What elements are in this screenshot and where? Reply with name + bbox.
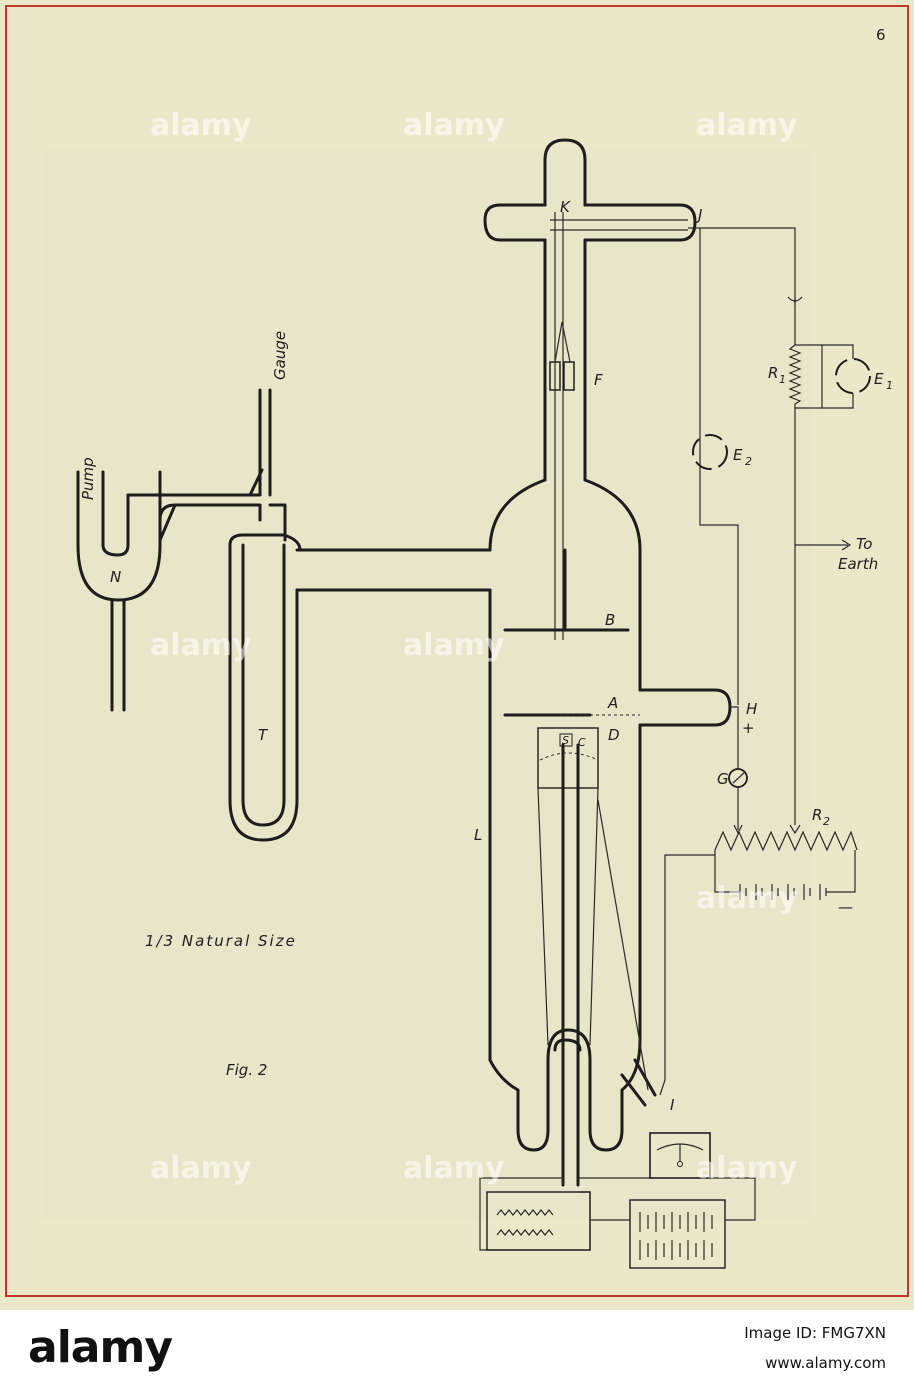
connector-tube — [295, 548, 492, 592]
label-f: F — [594, 371, 603, 389]
label-e1: E — [874, 370, 884, 388]
circuit-wiring — [659, 227, 871, 1096]
svg-text:alamy: alamy — [403, 108, 505, 143]
label-g: G — [717, 770, 729, 788]
banner-url: www.alamy.com — [765, 1354, 886, 1372]
label-gauge: Gauge — [271, 331, 289, 380]
rheostat-box — [486, 1191, 591, 1251]
label-j: J — [695, 206, 702, 224]
source-s — [559, 733, 573, 747]
banner-logo: alamy — [28, 1322, 173, 1373]
stock-banner: alamy Image ID: FMG7XN www.alamy.com — [0, 1310, 914, 1390]
watermark-layer: alamy alamy alamy alamy alamy alamy alam… — [150, 108, 798, 1186]
label-e2: E — [733, 446, 743, 464]
u-tube-t — [228, 533, 302, 842]
label-r1: R — [768, 364, 778, 382]
svg-text:alamy: alamy — [150, 108, 252, 143]
electrometer-e1 — [835, 358, 871, 394]
label-pump: Pump — [79, 457, 97, 500]
ammeter — [649, 1132, 711, 1179]
plate-inner-shade — [42, 150, 812, 1220]
banner-image-id: Image ID: FMG7XN — [744, 1324, 886, 1342]
label-h: H — [746, 700, 757, 718]
label-i: I — [670, 1096, 675, 1114]
label-r2: R — [812, 806, 822, 824]
label-to: To — [856, 535, 873, 553]
label-plus: + — [742, 719, 755, 737]
label-l: L — [474, 826, 482, 844]
label-d: D — [608, 726, 620, 744]
label-s: S — [562, 734, 569, 747]
resistor-r1 — [788, 344, 802, 410]
label-n: N — [110, 568, 121, 586]
svg-text:alamy: alamy — [696, 881, 798, 916]
label-c: C — [578, 736, 586, 749]
svg-text:alamy: alamy — [150, 1151, 252, 1186]
svg-text:alamy: alamy — [696, 1151, 798, 1186]
label-earth: Earth — [838, 555, 878, 573]
apparatus-diagram: 6 — [5, 5, 909, 1297]
svg-text:alamy: alamy — [696, 108, 798, 143]
svg-text:alamy: alamy — [403, 628, 505, 663]
figure-caption: Fig. 2 — [226, 1061, 267, 1079]
label-e1-sub: 1 — [886, 379, 893, 392]
electrometer-e2 — [692, 434, 728, 470]
label-minus: — — [838, 898, 853, 916]
gauge-tube — [126, 388, 287, 542]
label-e2-sub: 2 — [745, 455, 752, 468]
battery-r2 — [730, 884, 840, 900]
label-a: A — [607, 694, 618, 712]
svg-text:alamy: alamy — [403, 1151, 505, 1186]
diagram-plate: 6 — [0, 0, 914, 1310]
internal-electrodes — [503, 212, 688, 1187]
label-r1-sub: 1 — [779, 373, 786, 386]
plate-border — [5, 5, 909, 1297]
label-r2-sub: 2 — [823, 815, 830, 828]
scale-note: 1/3 Natural Size — [145, 932, 297, 950]
svg-text:alamy: alamy — [150, 628, 252, 663]
label-b: B — [605, 611, 615, 629]
page-number: 6 — [876, 26, 886, 44]
label-k: K — [560, 198, 571, 216]
heater-circuit — [479, 1132, 756, 1269]
main-vessel-l — [483, 138, 732, 1152]
label-t: T — [258, 726, 269, 744]
heater-battery — [629, 1199, 726, 1269]
